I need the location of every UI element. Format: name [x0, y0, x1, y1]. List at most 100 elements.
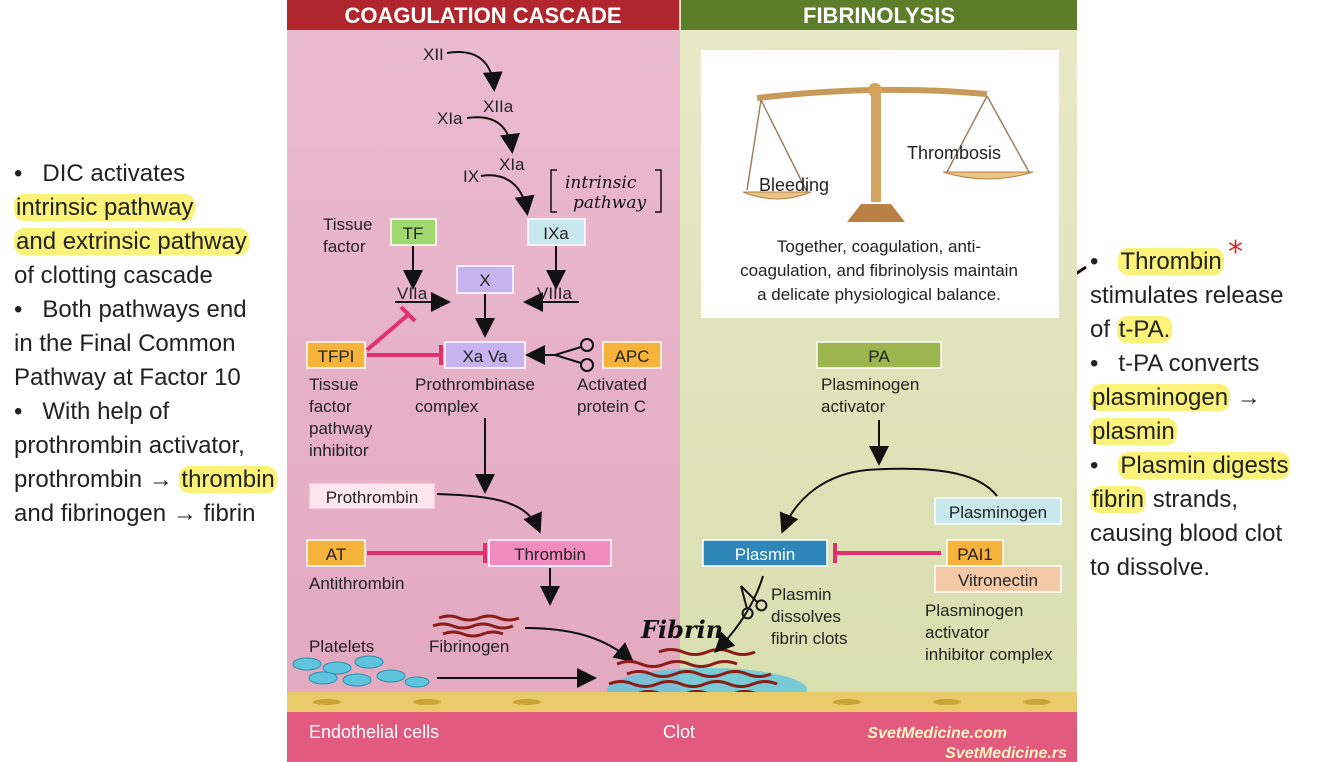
bullet: • — [1090, 350, 1099, 377]
note-text: causing blood clot — [1090, 520, 1283, 547]
note-text: t-PA converts — [1118, 350, 1260, 377]
note-line: plasminogen → — [1090, 381, 1334, 415]
note-text: in the Final Common — [14, 330, 236, 357]
note-line: •Thrombin — [1090, 245, 1334, 279]
svg-text:pathway: pathway — [573, 193, 646, 213]
note-line: of clotting cascade — [14, 259, 286, 293]
note-text: DIC activates — [42, 160, 186, 187]
box-x — [456, 265, 514, 294]
prothrombinase-desc-1: Prothrombinase — [415, 375, 535, 394]
fibrinogen-label: Fibrinogen — [429, 637, 509, 656]
note-line: •Plasmin digests — [1090, 449, 1334, 483]
note-line: • Both pathways end — [14, 293, 286, 327]
thrombosis-label: Thrombosis — [907, 143, 1001, 163]
handwritten-intrinsic-pathway: intrinsic pathway — [550, 169, 662, 213]
note-line: stimulates release — [1090, 279, 1334, 313]
note-text: and fibrinogen → fibrin — [14, 500, 256, 527]
note-line: plasmin — [1090, 415, 1334, 449]
note-line: intrinsic pathway — [14, 191, 286, 225]
note-text: Pathway at Factor 10 — [14, 364, 241, 391]
factor-viiia: VIIIa — [537, 284, 573, 303]
note-text: With help of — [42, 398, 170, 425]
apc-desc-2: protein C — [577, 397, 646, 416]
bullet: • — [14, 160, 23, 187]
box-apc — [602, 341, 662, 369]
note-text: Both pathways end — [42, 296, 247, 323]
tfpi-desc-3: pathway — [309, 419, 373, 438]
note-line: in the Final Common — [14, 327, 286, 361]
pai-desc-2: activator — [925, 623, 990, 642]
factor-plasminogen: Plasminogen — [949, 503, 1047, 522]
box-tfpi — [306, 341, 366, 369]
header-coagulation: COAGULATION CASCADE — [344, 3, 621, 28]
balance-text-1: Together, coagulation, anti- — [777, 237, 981, 256]
highlighted-text: Plasmin digests — [1118, 452, 1291, 479]
box-vitronectin — [934, 565, 1062, 593]
bullet: • — [14, 296, 23, 323]
header-coagulation-bg — [287, 0, 679, 30]
highlighted-text: plasmin — [1090, 418, 1177, 445]
factor-x: X — [479, 271, 490, 290]
note-text: strands, — [1146, 486, 1239, 513]
header-fibrinolysis-bg — [681, 0, 1077, 30]
pai-desc-1: Plasminogen — [925, 601, 1023, 620]
note-line: Pathway at Factor 10 — [14, 361, 286, 395]
box-pai1 — [946, 539, 1004, 567]
apc-desc-1: Activated — [577, 375, 647, 394]
note-text: of — [1090, 316, 1117, 343]
highlighted-text: fibrin — [1090, 486, 1147, 513]
factor-xia: XIa — [499, 155, 525, 174]
fibrinogen-strands — [432, 614, 520, 638]
factor-plasmin: Plasmin — [735, 545, 795, 564]
factor-tfpi: TFPI — [318, 347, 355, 366]
note-line: • With help of — [14, 395, 286, 429]
box-xa-va — [444, 341, 526, 369]
header-fibrinolysis: FIBRINOLYSIS — [803, 3, 955, 28]
factor-apc: APC — [615, 347, 650, 366]
box-thrombin — [488, 539, 612, 567]
note-line: prothrombin → thrombin — [14, 463, 286, 497]
bullet: • — [14, 398, 23, 425]
note-text: of clotting cascade — [14, 262, 213, 289]
box-prothrombin — [308, 482, 436, 510]
factor-pa: PA — [868, 347, 890, 366]
factor-vitronectin: Vitronectin — [958, 571, 1038, 590]
note-line: and fibrinogen → fibrin — [14, 497, 286, 531]
factor-ix: IX — [463, 167, 479, 186]
factor-xia-left: XIa — [437, 109, 463, 128]
plasmin-desc-2: dissolves — [771, 607, 841, 626]
tfpi-desc-1: Tissue — [309, 375, 358, 394]
factor-viia: VIIa — [397, 284, 428, 303]
plasmin-desc-3: fibrin clots — [771, 629, 848, 648]
pa-desc-2: activator — [821, 397, 886, 416]
left-notes: • DIC activates intrinsic pathway and extri… — [14, 157, 286, 531]
antithrombin-label: Antithrombin — [309, 574, 404, 593]
note-line: to dissolve. — [1090, 551, 1334, 585]
note-line: causing blood clot — [1090, 517, 1334, 551]
factor-prothrombin: Prothrombin — [326, 488, 419, 507]
prothrombinase-desc-2: complex — [415, 397, 479, 416]
factor-pai1: PAI1 — [957, 545, 993, 564]
watermark-rs: SvetMedicine.rs — [945, 745, 1067, 762]
watermark-com: SvetMedicine.com — [867, 725, 1007, 742]
note-text: → — [1230, 384, 1261, 411]
bullet: • — [1090, 248, 1099, 275]
coagulation-fibrinolysis-figure: COAGULATION CASCADE FIBRINOLYSIS XII XII… — [287, 0, 1077, 762]
balance-text-3: a delicate physiological balance. — [757, 285, 1001, 304]
highlighted-text: and extrinsic pathway — [14, 228, 249, 255]
tfpi-desc-2: factor — [309, 397, 352, 416]
note-line: prothrombin activator, — [14, 429, 286, 463]
note-text: stimulates release — [1090, 282, 1284, 309]
box-tf — [390, 218, 437, 246]
note-text: prothrombin activator, — [14, 432, 245, 459]
box-at — [306, 539, 366, 567]
box-pa — [816, 341, 942, 369]
note-text: to dissolve. — [1090, 554, 1211, 581]
note-line: • t-PA converts — [1090, 347, 1334, 381]
factor-tf: TF — [403, 224, 424, 243]
note-text: prothrombin → — [14, 466, 180, 493]
factor-xiia: XIIa — [483, 97, 514, 116]
platelets-label: Platelets — [309, 637, 374, 656]
factor-thrombin: Thrombin — [514, 545, 586, 564]
